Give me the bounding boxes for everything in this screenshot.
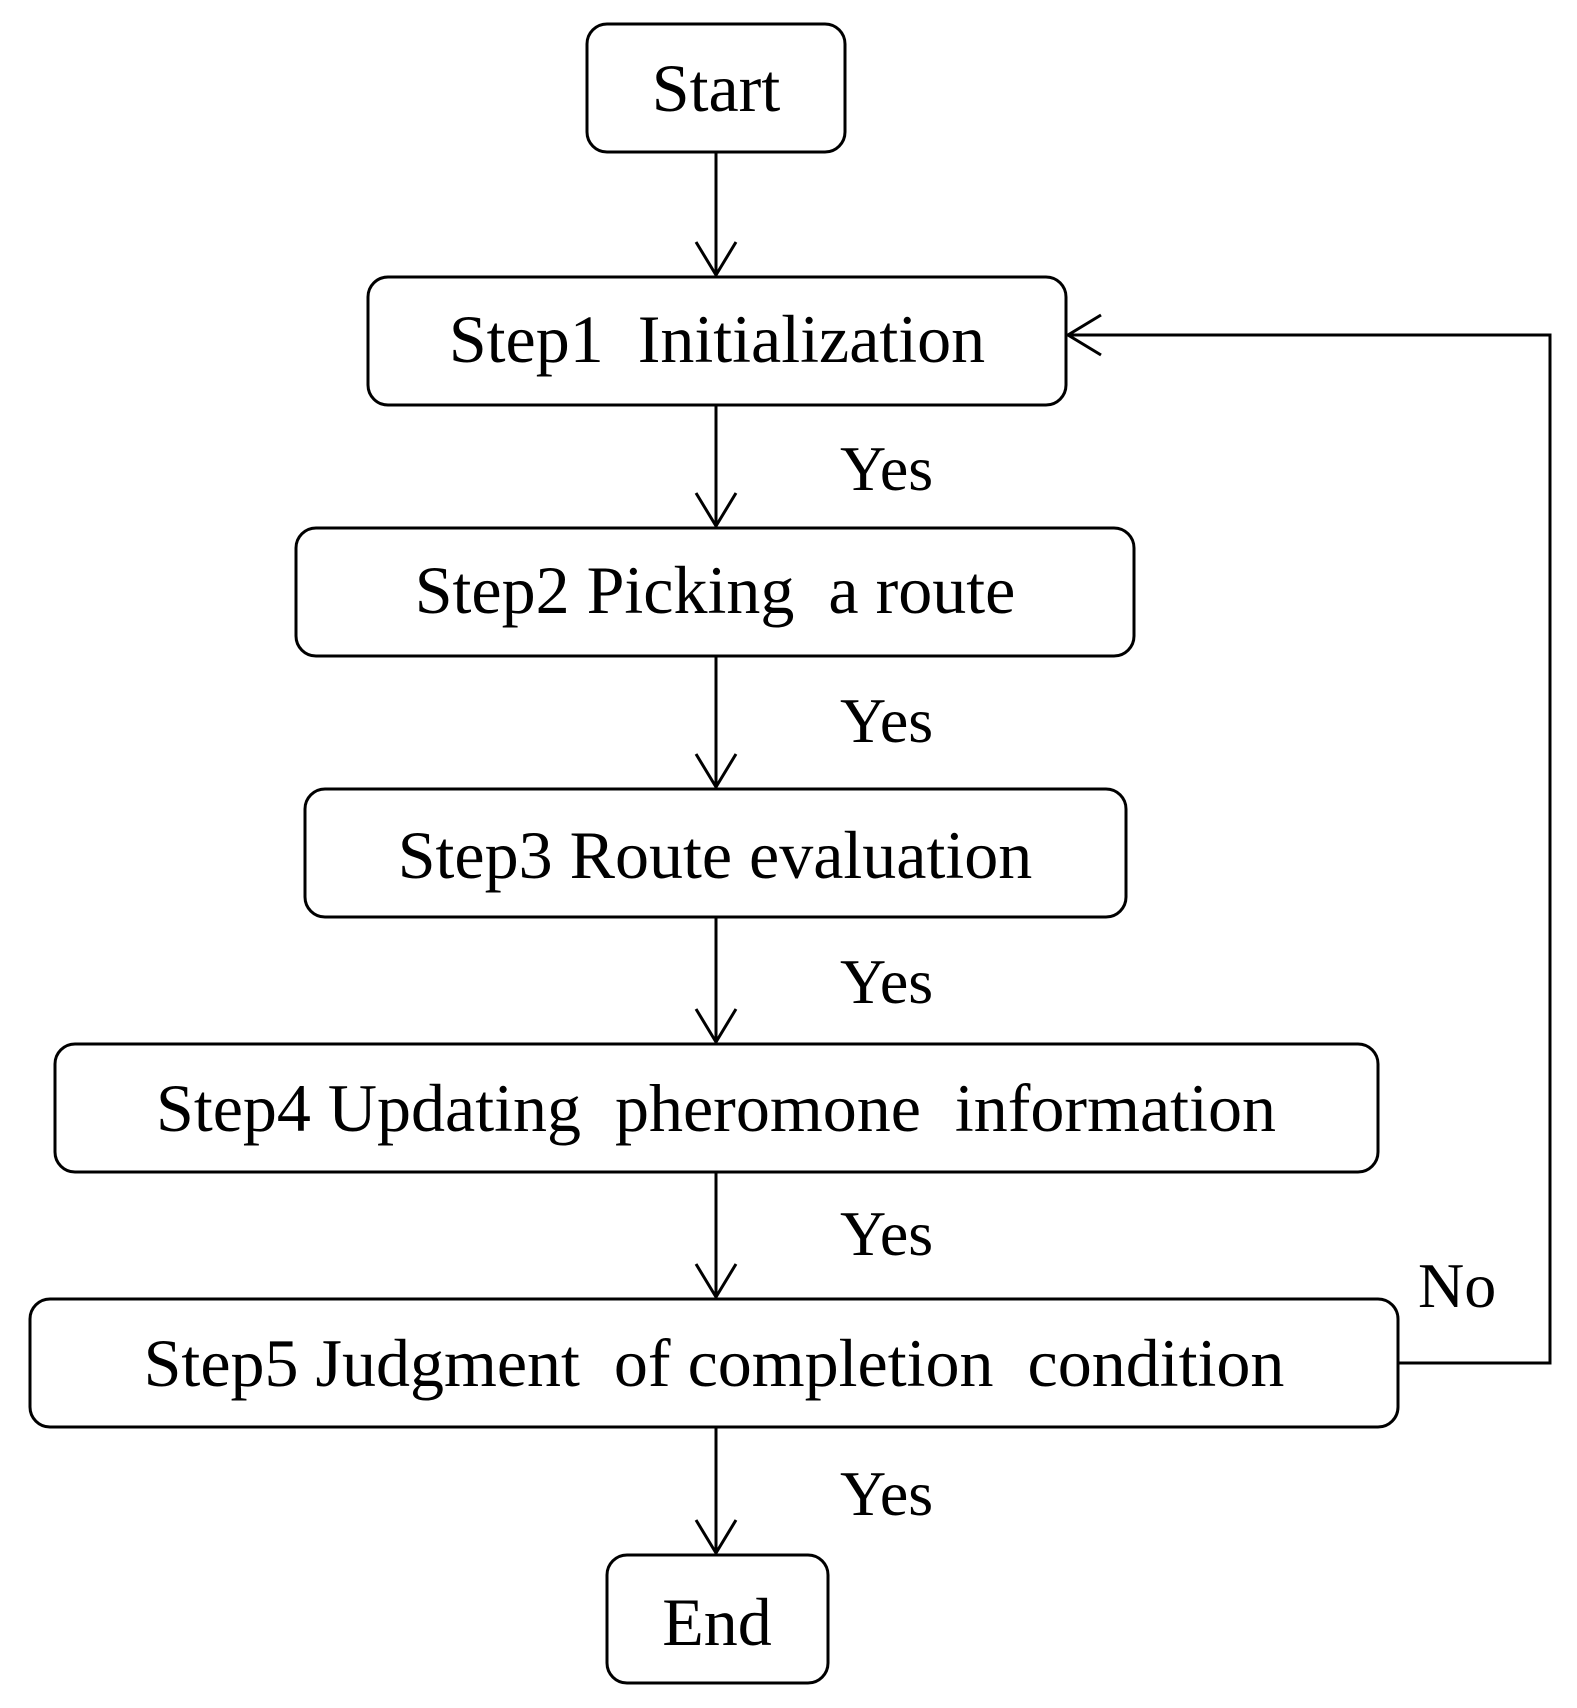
step3-node: Step3 Route evaluation	[303, 787, 1128, 919]
step2-node: Step2 Picking a route	[294, 526, 1136, 658]
edge-label-step4-to-step5: Yes	[840, 1198, 933, 1269]
arrow-start-to-step1	[694, 152, 738, 278]
edge-label-step5-loop-back: No	[1418, 1250, 1496, 1321]
arrow-step1-to-step2	[694, 405, 738, 529]
end-node-label: End	[662, 1584, 772, 1660]
arrow-step5-to-end	[694, 1427, 738, 1556]
start-node: Start	[585, 22, 847, 154]
step4-node-label: Step4 Updating pheromone information	[156, 1070, 1276, 1146]
step2-node-label: Step2 Picking a route	[415, 552, 1016, 628]
step5-node: Step5 Judgment of completion condition	[28, 1297, 1400, 1429]
step3-node-label: Step3 Route evaluation	[398, 817, 1033, 893]
arrow-step3-to-step4	[694, 917, 738, 1045]
arrow-step4-to-step5	[694, 1172, 738, 1300]
edge-label-step1-to-step2: Yes	[840, 433, 933, 504]
arrow-step5-loop-to-step1	[1065, 313, 1552, 1365]
start-node-label: Start	[652, 50, 781, 126]
step1-node: Step1 Initialization	[366, 275, 1068, 407]
edge-label-step3-to-step4: Yes	[840, 946, 933, 1017]
step1-node-label: Step1 Initialization	[449, 301, 985, 377]
step4-node: Step4 Updating pheromone information	[53, 1042, 1380, 1174]
end-node: End	[605, 1553, 830, 1685]
edge-label-step5-to-end: Yes	[840, 1458, 933, 1529]
step5-node-label: Step5 Judgment of completion condition	[144, 1325, 1285, 1401]
edge-label-step2-to-step3: Yes	[840, 685, 933, 756]
arrow-step2-to-step3	[694, 656, 738, 790]
